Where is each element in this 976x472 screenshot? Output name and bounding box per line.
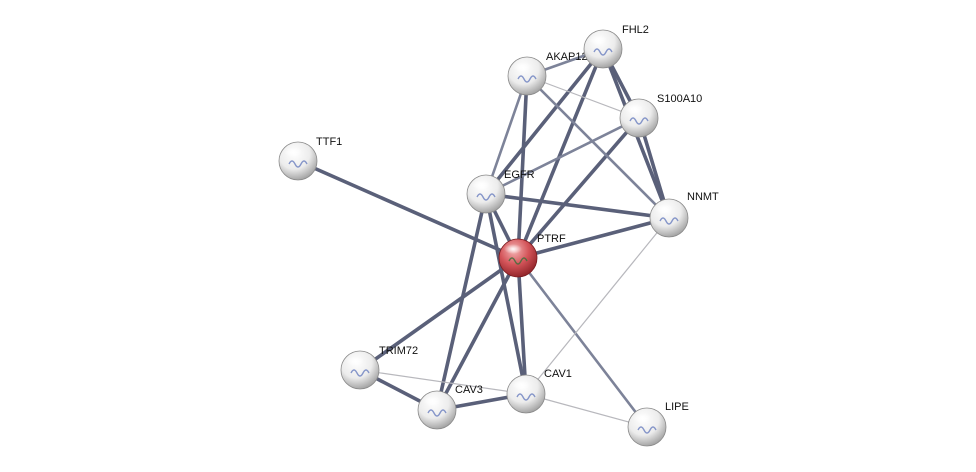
node-sphere[interactable] bbox=[649, 198, 689, 238]
node-highlight bbox=[589, 35, 607, 45]
node-label: CAV1 bbox=[544, 368, 572, 380]
protein-structure-icon bbox=[508, 257, 528, 265]
edge-ptrf-trim72[interactable] bbox=[358, 256, 520, 372]
node-sphere[interactable] bbox=[507, 56, 547, 96]
node-label: S100A10 bbox=[657, 93, 702, 105]
edge-ptrf-s100a10[interactable] bbox=[516, 116, 641, 260]
node-highlight bbox=[513, 62, 531, 72]
edge-ptrf-fhl2[interactable] bbox=[516, 47, 605, 260]
node-highlight bbox=[284, 147, 302, 157]
node-highlight bbox=[346, 356, 364, 366]
edge-akap12-s100a10[interactable] bbox=[526, 75, 640, 119]
node-lipe[interactable]: LIPE bbox=[627, 401, 689, 447]
node-highlight bbox=[655, 204, 673, 214]
edge-nnmt-cav1[interactable] bbox=[525, 217, 670, 395]
node-cav1[interactable]: CAV1 bbox=[506, 368, 572, 414]
node-nnmt[interactable]: NNMT bbox=[649, 191, 719, 238]
node-sphere[interactable] bbox=[627, 407, 667, 447]
edge-ptrf-lipe[interactable] bbox=[516, 256, 649, 429]
node-ptrf[interactable]: PTRF bbox=[498, 233, 566, 278]
protein-structure-icon bbox=[637, 426, 657, 434]
protein-structure-icon bbox=[659, 217, 679, 225]
protein-structure-icon bbox=[629, 117, 649, 125]
node-highlight bbox=[512, 380, 530, 390]
edge-ptrf-cav1[interactable] bbox=[516, 256, 528, 396]
edge-akap12-nnmt[interactable] bbox=[525, 74, 671, 220]
edge-trim72-cav1[interactable] bbox=[359, 369, 527, 395]
edge-egfr-nnmt[interactable] bbox=[484, 192, 671, 220]
node-label: TRIM72 bbox=[379, 345, 418, 357]
node-s100a10[interactable]: S100A10 bbox=[619, 93, 702, 138]
node-ttf1[interactable]: TTF1 bbox=[278, 136, 342, 181]
edge-egfr-cav1[interactable] bbox=[484, 192, 528, 396]
node-sphere[interactable] bbox=[498, 238, 538, 278]
edge-egfr-fhl2[interactable] bbox=[484, 47, 605, 196]
node-label: TTF1 bbox=[316, 136, 342, 148]
node-label: AKAP12 bbox=[546, 51, 588, 63]
node-label: NNMT bbox=[687, 191, 719, 203]
protein-structure-icon bbox=[350, 369, 370, 377]
node-cav3[interactable]: CAV3 bbox=[417, 384, 483, 430]
edge-ptrf-nnmt[interactable] bbox=[516, 216, 671, 260]
node-highlight bbox=[633, 413, 651, 423]
node-highlight bbox=[625, 104, 643, 114]
edge-egfr-cav3[interactable] bbox=[435, 192, 488, 412]
node-label: LIPE bbox=[665, 401, 689, 413]
node-sphere[interactable] bbox=[583, 29, 623, 69]
node-sphere[interactable] bbox=[619, 98, 659, 138]
edge-ptrf-akap12[interactable] bbox=[516, 74, 529, 260]
node-sphere[interactable] bbox=[340, 350, 380, 390]
edge-ptrf-ttf1[interactable] bbox=[296, 159, 520, 260]
edge-egfr-s100a10[interactable] bbox=[484, 116, 641, 196]
protein-structure-icon bbox=[476, 193, 496, 201]
node-label: PTRF bbox=[537, 233, 566, 245]
node-sphere[interactable] bbox=[278, 141, 318, 181]
node-sphere[interactable] bbox=[417, 390, 457, 430]
node-sphere[interactable] bbox=[506, 374, 546, 414]
protein-structure-icon bbox=[517, 75, 537, 83]
node-label: FHL2 bbox=[622, 24, 649, 36]
node-sphere[interactable] bbox=[466, 174, 506, 214]
node-trim72[interactable]: TRIM72 bbox=[340, 345, 418, 390]
edge-cav1-lipe[interactable] bbox=[525, 393, 648, 428]
node-label: CAV3 bbox=[455, 384, 483, 396]
protein-structure-icon bbox=[427, 409, 447, 417]
node-fhl2[interactable]: FHL2 bbox=[583, 24, 649, 69]
node-highlight bbox=[472, 180, 490, 190]
node-label: EGFR bbox=[504, 169, 535, 181]
protein-structure-icon bbox=[593, 48, 613, 56]
edge-egfr-akap12[interactable] bbox=[484, 74, 529, 196]
node-highlight bbox=[423, 396, 441, 406]
node-egfr[interactable]: EGFR bbox=[466, 169, 535, 214]
protein-structure-icon bbox=[516, 393, 536, 401]
node-akap12[interactable]: AKAP12 bbox=[507, 51, 588, 96]
node-highlight bbox=[504, 244, 522, 254]
protein-structure-icon bbox=[288, 160, 308, 168]
